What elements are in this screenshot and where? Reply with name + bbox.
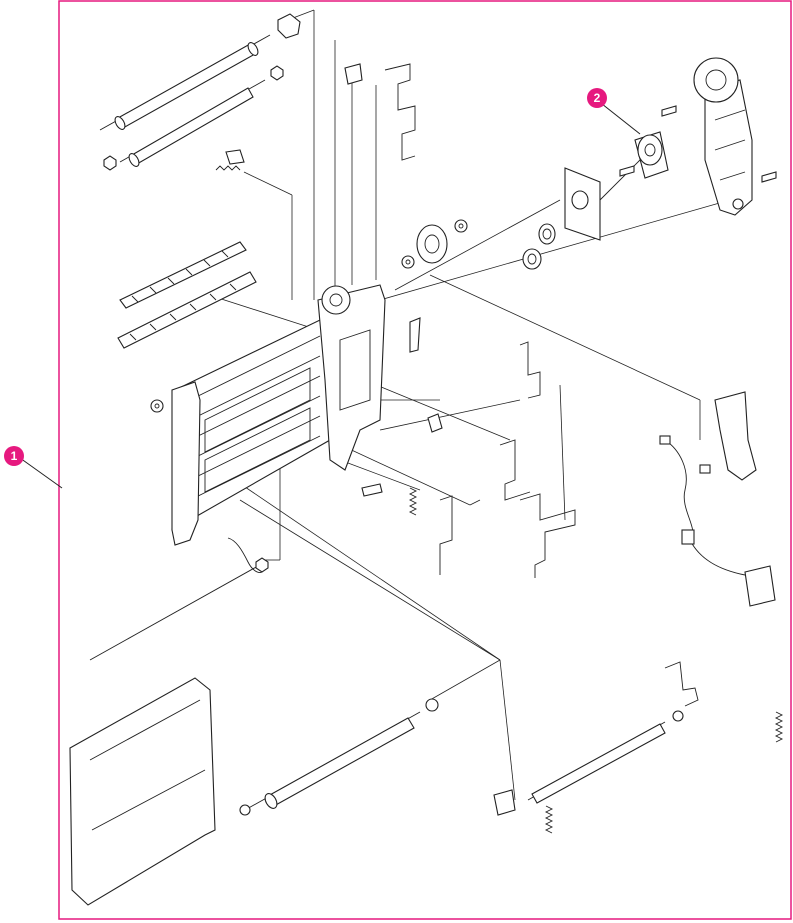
lower-roller [120,80,265,168]
link-bracket-2 [385,64,415,160]
drive-plate [318,285,385,470]
right-side-bracket [694,58,776,215]
spring-bottom [546,806,552,833]
upper-roller [100,35,270,131]
pickup-roller [528,711,683,803]
callout-2: 2 [587,88,607,108]
linkage-2 [500,440,530,500]
left-side-plate [172,382,200,545]
latch-part [362,414,442,496]
callout-1: 1 [4,446,24,466]
washer-left [151,400,163,412]
bracket-top [278,14,300,38]
lower-shaft [90,558,268,660]
callout-1-leader [20,458,62,488]
feed-roller [240,699,438,815]
linkage-3 [520,494,575,578]
washer-gear [455,220,467,232]
small-gear-2 [523,249,541,269]
spring-middle [410,488,416,515]
linkage-1 [520,342,540,398]
callout-1-label: 1 [11,449,18,463]
flag-part [410,318,420,352]
sensor-bracket [715,392,756,480]
spring-right [776,712,782,742]
connector-block [745,566,775,606]
washer-center [402,256,414,268]
roller-lever [665,662,698,706]
callout-2-label: 2 [594,91,601,105]
guide-rail-upper [120,242,246,308]
linkage-4 [440,496,452,575]
spring-clip [216,150,244,170]
holder-clip [494,790,515,815]
main-gear [417,225,447,263]
small-gear-1 [539,224,555,244]
link-bracket-1 [345,64,362,84]
cover-panel [70,678,215,905]
guide-rail-lower [118,272,256,348]
